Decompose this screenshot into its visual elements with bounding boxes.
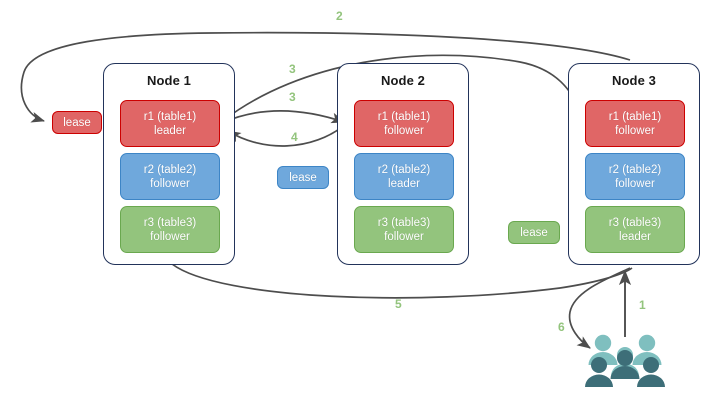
lease-badge-table2[interactable]: lease (277, 166, 329, 189)
edge-step-3-to-node2 (223, 109, 345, 124)
replica-name: r3 (table3) (143, 216, 197, 229)
replica-role: follower (384, 230, 424, 243)
replica-node3-r1[interactable]: r1 (table1) follower (585, 100, 685, 147)
replica-node1-r1[interactable]: r1 (table1) leader (120, 100, 220, 147)
replica-role: follower (150, 177, 190, 190)
replica-name: r2 (table2) (143, 163, 197, 176)
replica-node3-r2[interactable]: r2 (table2) follower (585, 153, 685, 200)
replica-name: r1 (table1) (143, 110, 197, 123)
replica-node1-r2[interactable]: r2 (table2) follower (120, 153, 220, 200)
replica-name: r1 (table1) (377, 110, 431, 123)
replica-role: follower (615, 124, 655, 137)
node-title: Node 1 (147, 73, 191, 88)
edge-step-4 (227, 123, 347, 147)
users-group-icon (585, 334, 665, 387)
replica-role: follower (384, 124, 424, 137)
replica-name: r3 (table3) (377, 216, 431, 229)
node-card-node1[interactable]: Node 1 r1 (table1) leader r2 (table2) fo… (103, 63, 235, 265)
replica-role: leader (619, 230, 651, 243)
replica-role: follower (150, 230, 190, 243)
replica-name: r2 (table2) (608, 163, 662, 176)
replica-role: follower (615, 177, 655, 190)
replica-name: r3 (table3) (608, 216, 662, 229)
replica-node3-r3[interactable]: r3 (table3) leader (585, 206, 685, 253)
step-label-3a: 3 (289, 62, 296, 76)
step-label-3b: 3 (289, 90, 296, 104)
step-label-4: 4 (291, 130, 298, 144)
node-card-node3[interactable]: Node 3 r1 (table1) follower r2 (table2) … (568, 63, 700, 265)
edge-step-5 (171, 263, 633, 299)
node-title: Node 2 (381, 73, 425, 88)
replica-node2-r1[interactable]: r1 (table1) follower (354, 100, 454, 147)
edge-step-6 (568, 267, 631, 349)
replica-node1-r3[interactable]: r3 (table3) follower (120, 206, 220, 253)
edge-step-3-to-node3 (223, 54, 581, 121)
step-label-1: 1 (639, 298, 646, 312)
lease-badge-table3[interactable]: lease (508, 221, 560, 244)
replica-node2-r2[interactable]: r2 (table2) leader (354, 153, 454, 200)
edge-step-2 (20, 31, 631, 123)
step-label-2: 2 (336, 9, 343, 23)
replica-name: r2 (table2) (377, 163, 431, 176)
node-card-node2[interactable]: Node 2 r1 (table1) follower r2 (table2) … (337, 63, 469, 265)
replica-node2-r3[interactable]: r3 (table3) follower (354, 206, 454, 253)
lease-badge-table1[interactable]: lease (52, 111, 102, 134)
step-label-5: 5 (395, 297, 402, 311)
replica-name: r1 (table1) (608, 110, 662, 123)
replica-role: leader (388, 177, 420, 190)
step-label-6: 6 (558, 320, 565, 334)
replica-role: leader (154, 124, 186, 137)
node-title: Node 3 (612, 73, 656, 88)
